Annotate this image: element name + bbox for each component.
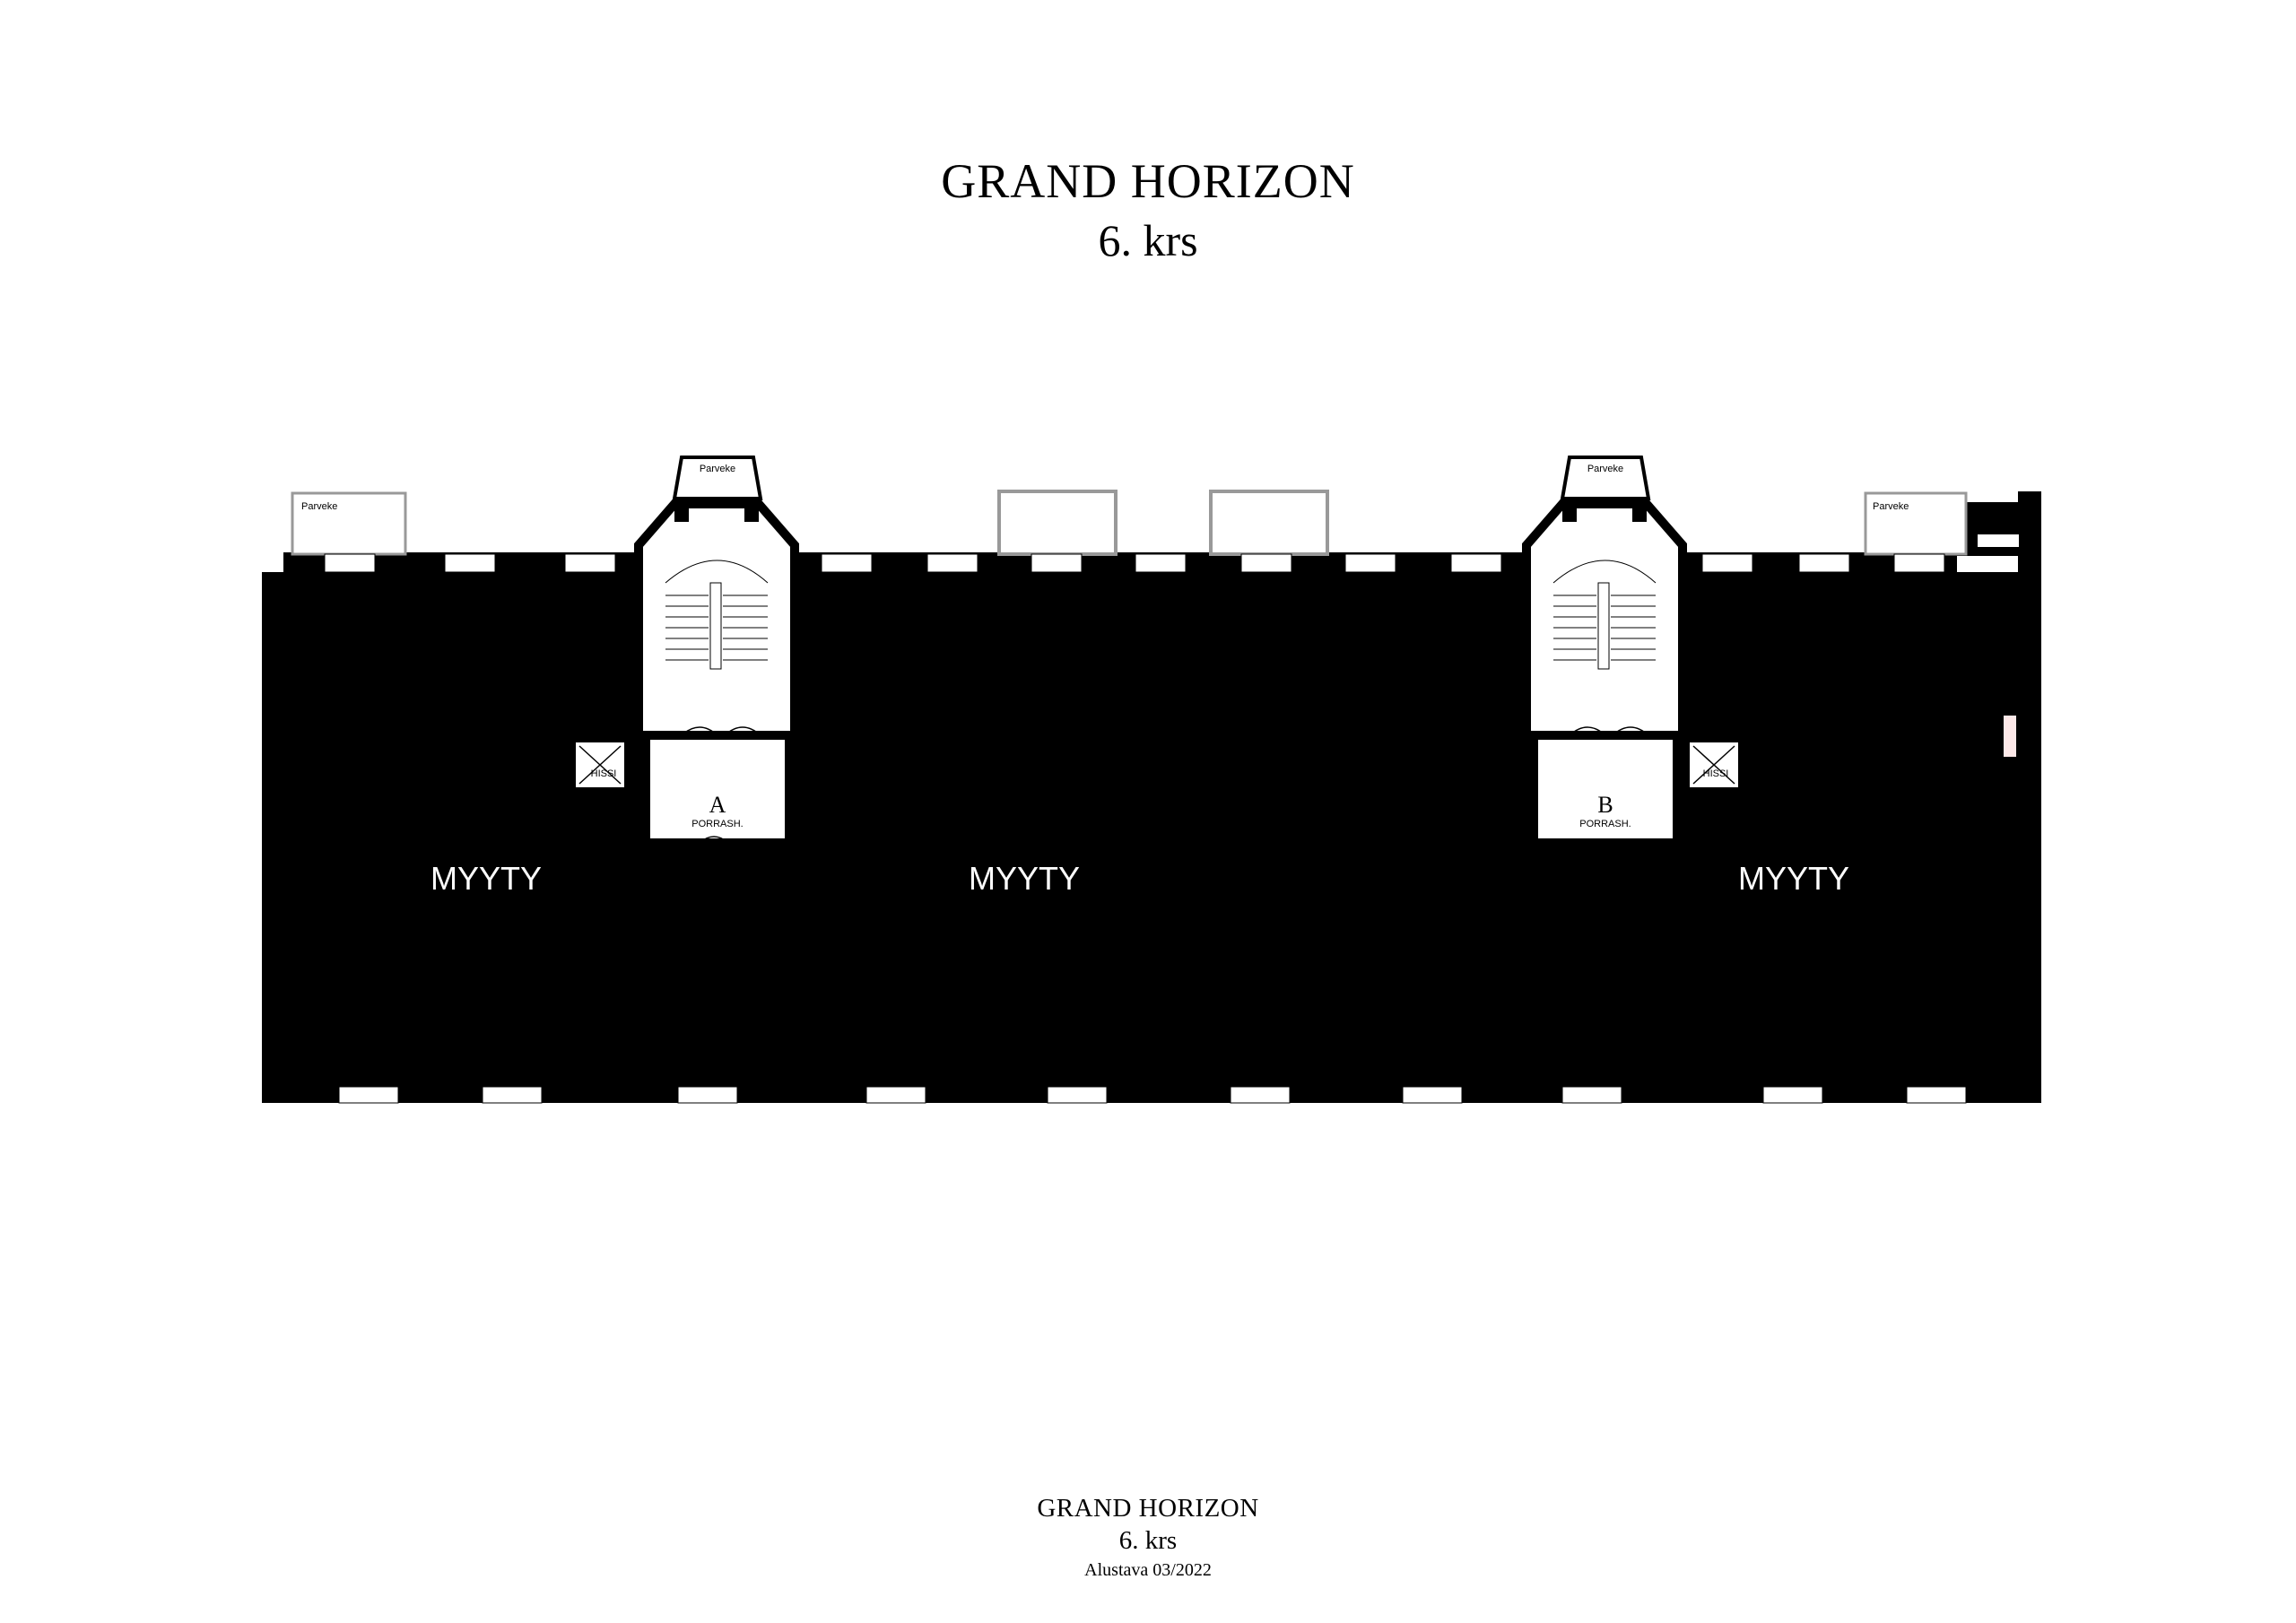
balcony-label: Parveke	[1873, 501, 1909, 512]
balcony-left	[291, 491, 407, 556]
stairwell-name: PORRASH.	[1579, 819, 1631, 829]
footer-floor: 6. krs	[1118, 1526, 1178, 1555]
bottom-windows	[338, 1086, 1967, 1104]
unit-label: MYYTY	[969, 860, 1080, 897]
stairwell-letter: A	[709, 792, 726, 818]
lift-label: HISSI	[591, 768, 617, 779]
unit-label: MYYTY	[1738, 860, 1849, 897]
unit-label: MYYTY	[430, 860, 542, 897]
stairwell-name: PORRASH.	[691, 819, 743, 829]
lift-label: HISSI	[1703, 768, 1729, 779]
balcony-label: Parveke	[1587, 464, 1623, 474]
stairwell-b	[1522, 456, 1742, 847]
balcony-label: Parveke	[700, 464, 735, 474]
floor-subtitle: 6. krs	[1098, 215, 1198, 265]
stairwell-letter: B	[1597, 792, 1613, 818]
balcony-mid-2	[1209, 490, 1329, 556]
balcony-label: Parveke	[301, 501, 337, 512]
balcony-mid-1	[997, 490, 1118, 556]
right-corner-window	[1978, 534, 2019, 547]
right-corner-top	[1955, 502, 2041, 556]
page-title: GRAND HORIZON	[941, 154, 1355, 208]
side-window	[2004, 716, 2016, 757]
building-outline	[262, 572, 2041, 1103]
footer-note: Alustava 03/2022	[1084, 1560, 1212, 1580]
stairwell-a	[572, 456, 799, 847]
top-windows	[324, 553, 1945, 573]
footer-title: GRAND HORIZON	[1037, 1494, 1259, 1523]
